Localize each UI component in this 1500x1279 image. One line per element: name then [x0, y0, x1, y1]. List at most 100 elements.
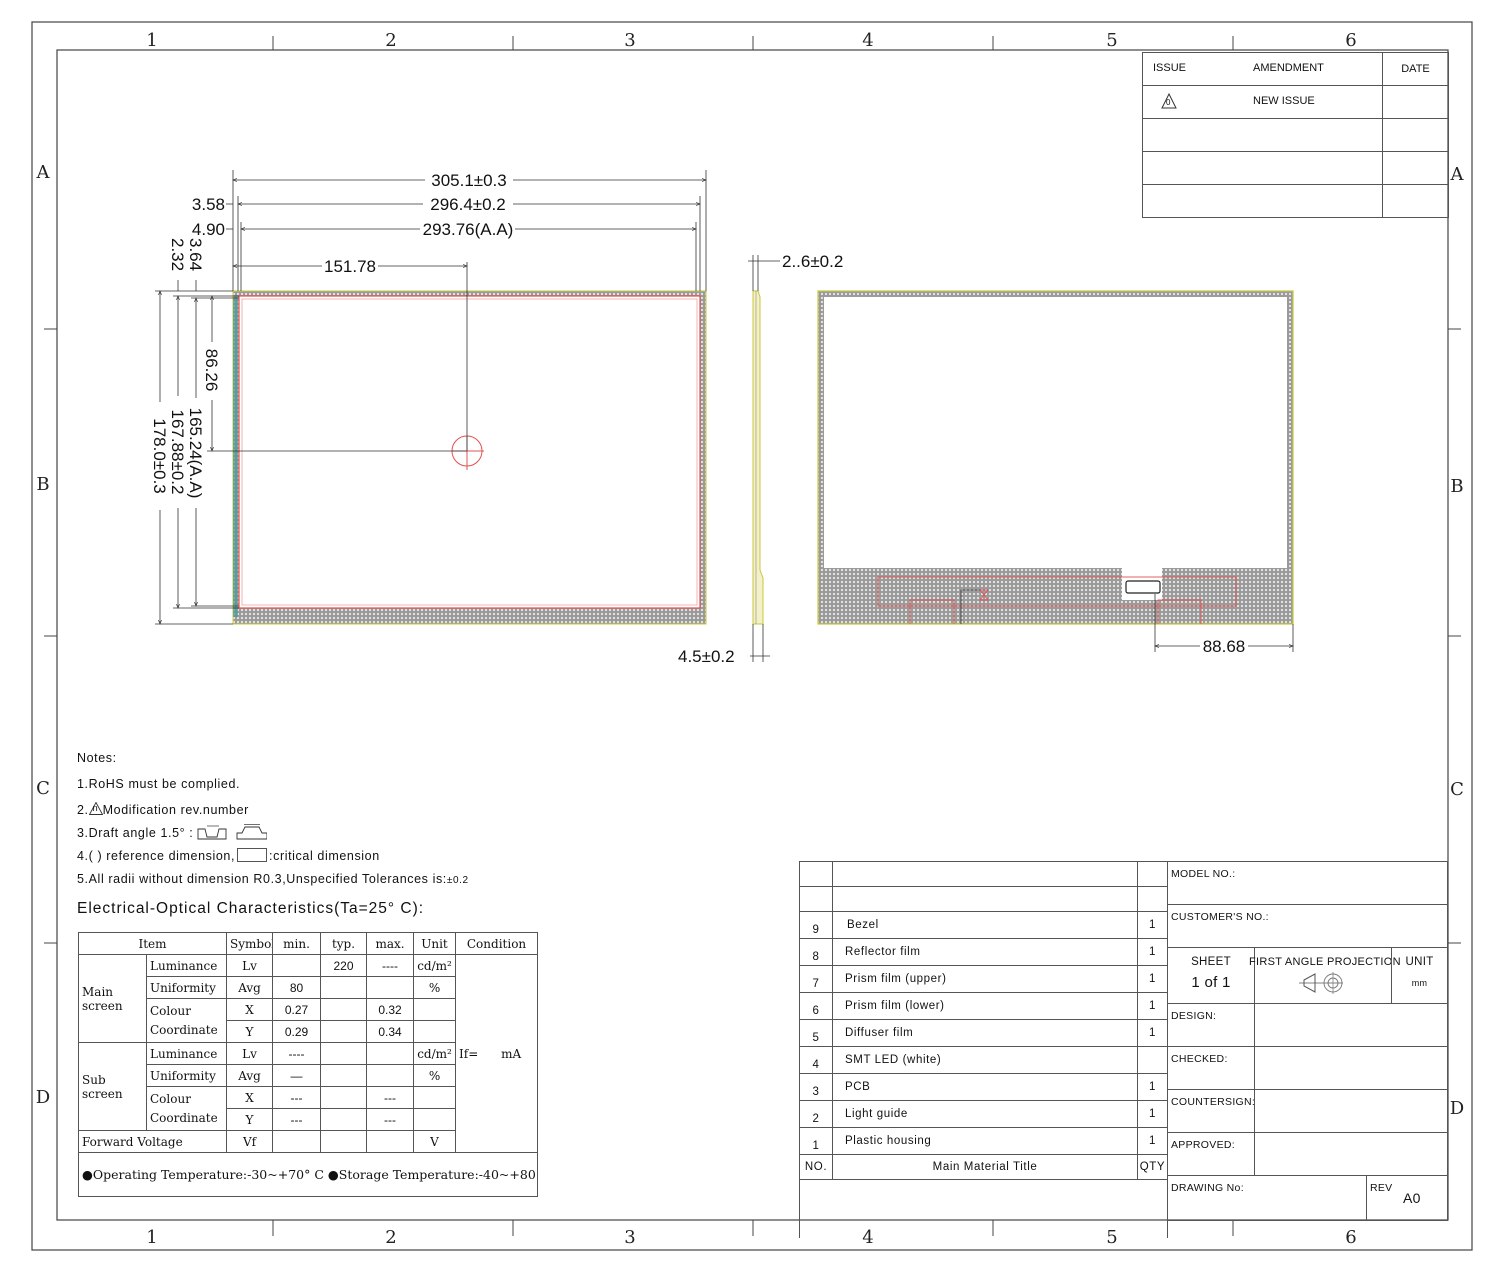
sheet-label: SHEET [1191, 956, 1231, 968]
item-uniformity: Uniformity [145, 976, 228, 999]
dim-offset-left-aa: 4.90 [192, 220, 225, 239]
dim-active-area-width: 293.76(A.A) [423, 220, 514, 239]
row-label: C [1450, 779, 1464, 800]
outer-border [31, 21, 1473, 1251]
row-label: B [36, 474, 49, 495]
dim-outline-height: 167.88±0.2 [168, 410, 187, 495]
item-uniformity: Uniformity [145, 1064, 228, 1087]
drawing-no-cell: DRAWING No: [1167, 1175, 1367, 1221]
cell-condition: If= mA [455, 954, 539, 1153]
cell-max [366, 1130, 415, 1153]
note-2-prefix: 2. [77, 803, 89, 817]
bom-header-title: Main Material Title [832, 1154, 1138, 1180]
bom-title: Prism film (upper) [832, 965, 1138, 993]
bom-header-no: NO. [799, 1154, 833, 1180]
main-screen-label: Main screen [78, 954, 147, 1043]
dim-outline-width: 296.4±0.2 [430, 195, 506, 214]
projection-label: FIRST ANGLE PROJECTION [1249, 956, 1401, 968]
approved-label: APPROVED: [1171, 1139, 1235, 1151]
header-condition: Condition [455, 932, 539, 955]
eo-characteristics-title: Electrical-Optical Characteristics(Ta=25… [77, 900, 425, 917]
cell-symbol: X [226, 998, 274, 1021]
item-forward-voltage: Forward Voltage [77, 1130, 228, 1153]
dim-active-area-height: 165.24(A.A) [186, 408, 205, 499]
drawing-no-label: DRAWING No: [1171, 1182, 1244, 1194]
cell-min: — [272, 1064, 322, 1087]
column-label: 3 [624, 1227, 635, 1248]
dim-offset-top-aa: 3.64 [186, 238, 205, 271]
cell-unit [413, 1086, 457, 1109]
item-luminance: Luminance [145, 954, 228, 977]
countersign-cell: COUNTERSIGN: [1167, 1089, 1255, 1133]
dim-thickness-top: 2..6±0.2 [782, 252, 843, 271]
header-typ: typ. [320, 932, 368, 955]
cell-symbol: X [226, 1086, 274, 1109]
cell-min: 0.29 [272, 1020, 322, 1043]
cell-typ [320, 998, 368, 1021]
column-label: 1 [146, 30, 157, 51]
table-row: Colour Coordinate X 0.27 0.32 [79, 998, 538, 1043]
header-item: Item [77, 932, 228, 955]
cell-min: ---- [272, 1042, 322, 1065]
cell-max [366, 976, 415, 999]
bom-title: SMT LED (white) [832, 1046, 1138, 1074]
row-label: D [36, 1087, 50, 1108]
approved-value[interactable] [1254, 1132, 1448, 1176]
item-luminance: Luminance [145, 1042, 228, 1065]
cell-unit: V [413, 1130, 457, 1153]
dim-offset-left-outline: 3.58 [192, 195, 225, 214]
cell-min: 0.27 [272, 998, 322, 1021]
cell-min: --- [272, 1086, 322, 1109]
side-view: 2..6±0.2 4.5±0.2 [678, 252, 843, 666]
bom-title: Plastic housing [832, 1127, 1138, 1155]
note-2-symbol: n [92, 803, 99, 813]
row-label: D [1450, 1098, 1464, 1119]
bom-qty: 1 [1137, 1127, 1168, 1155]
notes-title: Notes: [77, 751, 117, 765]
bom-no: 4 [799, 1046, 833, 1074]
front-view: 305.1±0.3 296.4±0.2 293.76(A.A) 151.78 3… [150, 170, 706, 624]
note-3-text: 3.Draft angle 1.5° : [77, 826, 194, 840]
bom-title: PCB [832, 1073, 1138, 1101]
note-5-text: 5.All radii without dimension R0.3,Unspe… [77, 872, 447, 886]
note-5-tolerance: ±0.2 [446, 875, 469, 886]
row-label: B [1450, 476, 1463, 497]
approved-cell: APPROVED: [1167, 1132, 1255, 1176]
bom-no: 6 [799, 992, 833, 1020]
rev-cell: REV A0 [1366, 1175, 1448, 1221]
countersign-value[interactable] [1254, 1089, 1448, 1133]
cell-typ [320, 1108, 368, 1131]
unit-value: mm [1411, 978, 1428, 988]
dim-connector-offset: 88.68 [1203, 637, 1246, 656]
sheet-value: 1 of 1 [1191, 974, 1231, 991]
table-row: Sub screen Luminance Lv ---- cd/m² [78, 1042, 538, 1131]
bom-empty-cell [799, 1179, 1168, 1238]
bom-qty: 1 [1137, 965, 1168, 993]
table-row: Main screen Luminance Lv 220 ---- cd/m² … [78, 954, 539, 1153]
revision-issue-number: 0 [1166, 98, 1171, 107]
bom-qty: 1 [1137, 992, 1168, 1020]
checked-value[interactable] [1254, 1046, 1448, 1090]
cell-symbol: Vf [226, 1130, 274, 1153]
design-value[interactable] [1254, 1003, 1448, 1047]
cell-symbol: Lv [226, 1042, 274, 1065]
item-colour-coordinate: Colour Coordinate [145, 998, 228, 1043]
cell-max [366, 1064, 415, 1087]
revision-amendment: NEW ISSUE [1253, 95, 1315, 107]
revision-triangle-icon: n [88, 802, 103, 815]
table-row: Uniformity Avg 80 % [79, 976, 538, 999]
note-1: 1.RoHS must be complied. [77, 777, 241, 791]
draft-angle-icon [197, 824, 268, 843]
sheet-cell: SHEET 1 of 1 [1167, 947, 1255, 1004]
bom-qty: 1 [1137, 1100, 1168, 1128]
bom-no: 9 [799, 911, 833, 939]
table-header-row: Item Symbol min. typ. max. Unit Conditio… [77, 932, 539, 955]
bom-empty-cell [799, 861, 833, 887]
column-label: 6 [1345, 30, 1356, 51]
